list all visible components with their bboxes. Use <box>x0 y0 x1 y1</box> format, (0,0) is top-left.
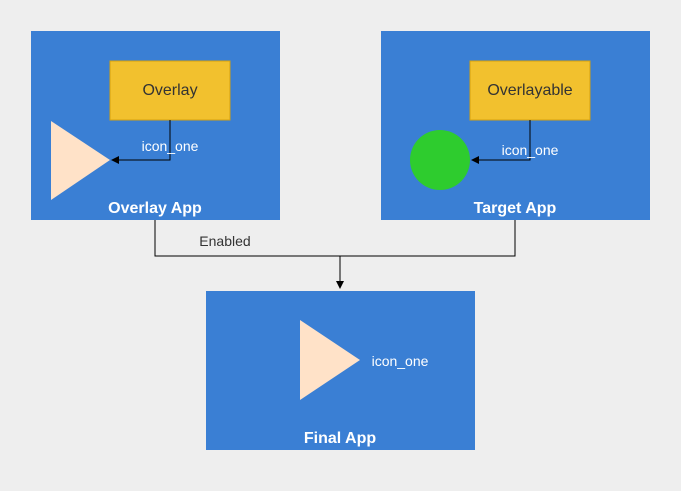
overlay-app-title: Overlay App <box>108 200 202 217</box>
overlay-app-background <box>31 31 280 220</box>
overlayable-box[interactable] <box>469 60 591 121</box>
final-app-box[interactable]: icon_one Final App <box>206 291 475 450</box>
overlay-box[interactable] <box>109 60 231 121</box>
merge-connector <box>154 220 516 257</box>
enabled-label: Enabled <box>199 233 250 249</box>
overlay-icon-label: icon_one <box>142 138 199 154</box>
overlay-box-label: Overlay <box>142 82 197 99</box>
target-app-background <box>381 31 650 220</box>
overlay-app-box[interactable]: Overlay icon_one Overlay App <box>31 31 280 220</box>
target-icon-connector <box>471 120 531 164</box>
target-icon-label: icon_one <box>502 142 559 158</box>
triangle-icon <box>51 121 110 200</box>
final-icon-label: icon_one <box>372 353 429 369</box>
overlayable-box-label: Overlayable <box>487 82 572 99</box>
final-app-title: Final App <box>304 430 377 447</box>
overlay-icon-connector <box>111 120 171 164</box>
circle-icon <box>410 130 470 190</box>
target-app-title: Target App <box>474 200 557 217</box>
triangle-icon <box>300 320 360 400</box>
target-app-box[interactable]: Overlayable icon_one Target App <box>381 31 650 220</box>
